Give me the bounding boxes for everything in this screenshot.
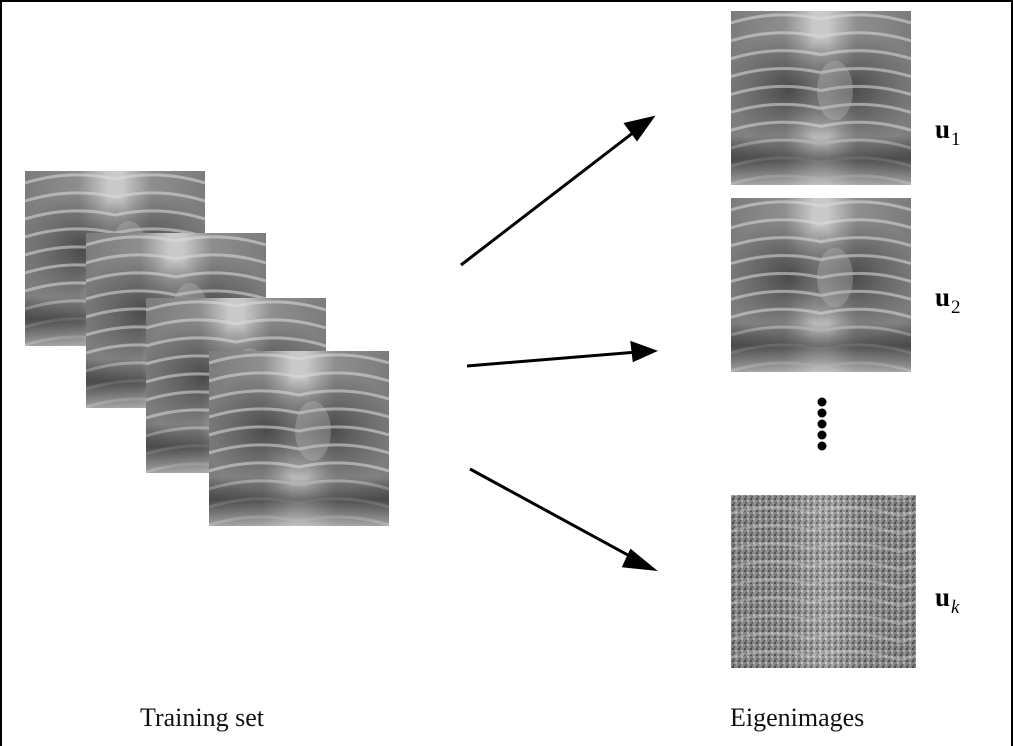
arrow-to-u2: [467, 343, 654, 366]
eigenimages-caption: Eigenimages: [730, 703, 864, 733]
training-set-caption: Training set: [140, 703, 264, 733]
eigenimage-u2: [731, 198, 911, 372]
arrow-to-u1: [461, 118, 652, 265]
label-u2: u2: [935, 282, 961, 313]
vertical-ellipsis-icon: [818, 398, 827, 451]
vector-symbol: u: [935, 282, 950, 312]
vector-symbol: u: [935, 582, 950, 612]
eigenimage-u1: [731, 11, 911, 185]
arrows: [461, 118, 654, 569]
label-u1: u1: [935, 114, 961, 145]
vector-subscript: k: [951, 597, 959, 618]
vector-subscript: 2: [951, 297, 961, 318]
training-image-4: [209, 351, 389, 526]
arrow-to-uk: [470, 469, 653, 569]
eigenimage-uk: [731, 495, 916, 668]
vector-subscript: 1: [951, 129, 961, 150]
label-uk: uk: [935, 582, 959, 613]
vector-symbol: u: [935, 114, 950, 144]
